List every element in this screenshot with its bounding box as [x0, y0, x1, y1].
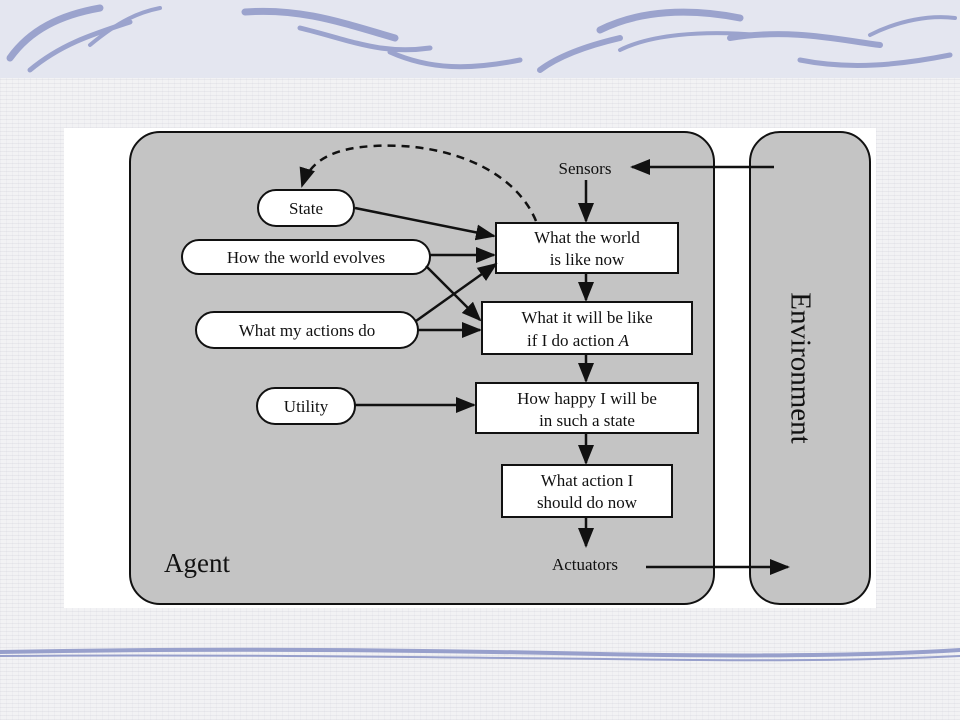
arrow-actions-to-world-now	[415, 262, 498, 323]
box-how-happy: How happy I will be in such a state	[475, 382, 699, 434]
box-will-be-like-action-var: A	[618, 331, 630, 350]
box-will-be-like-line2: if I do action A	[527, 331, 630, 350]
utility-label: Utility	[284, 397, 329, 416]
box-will-be-like-line1: What it will be like	[521, 308, 652, 327]
agent-diagram-figure: Environment Agent Sensors Actuators Stat…	[64, 128, 876, 608]
utility-oval: Utility	[256, 387, 356, 425]
box-world-now-line2: is like now	[550, 250, 625, 269]
agent-container	[129, 131, 715, 605]
brush-strokes-top	[6, 4, 957, 73]
box-will-be-like-line2-text: if I do action	[527, 331, 615, 350]
actions-do-oval: What my actions do	[195, 311, 419, 349]
utility-agent-diagram: Environment Agent Sensors Actuators Stat…	[129, 131, 871, 605]
state-oval: State	[257, 189, 355, 227]
box-world-now: What the world is like now	[495, 222, 679, 274]
agent-label: Agent	[164, 548, 230, 578]
box-what-action: What action I should do now	[501, 464, 673, 518]
world-evolves-oval: How the world evolves	[181, 239, 431, 275]
arrow-state-to-world-now	[354, 206, 496, 241]
flow-arrows	[354, 159, 790, 575]
actions-do-label: What my actions do	[239, 321, 375, 340]
world-evolves-label: How the world evolves	[227, 248, 385, 267]
environment-container	[749, 131, 871, 605]
box-what-action-line2: should do now	[537, 493, 638, 512]
sensors-label: Sensors	[559, 159, 612, 178]
environment-label: Environment	[784, 292, 816, 443]
arrow-evolves-to-will-be-like	[425, 265, 482, 322]
brush-strokes-bottom	[0, 647, 960, 662]
box-how-happy-line2: in such a state	[539, 411, 635, 430]
box-what-action-line1: What action I	[541, 471, 634, 490]
box-how-happy-line1: How happy I will be	[517, 389, 657, 408]
box-will-be-like: What it will be like if I do action A	[481, 301, 693, 355]
state-label: State	[289, 199, 323, 218]
box-world-now-line1: What the world	[534, 228, 640, 247]
actuators-label: Actuators	[552, 555, 618, 574]
dashed-state-feedback-arrow	[299, 144, 538, 222]
